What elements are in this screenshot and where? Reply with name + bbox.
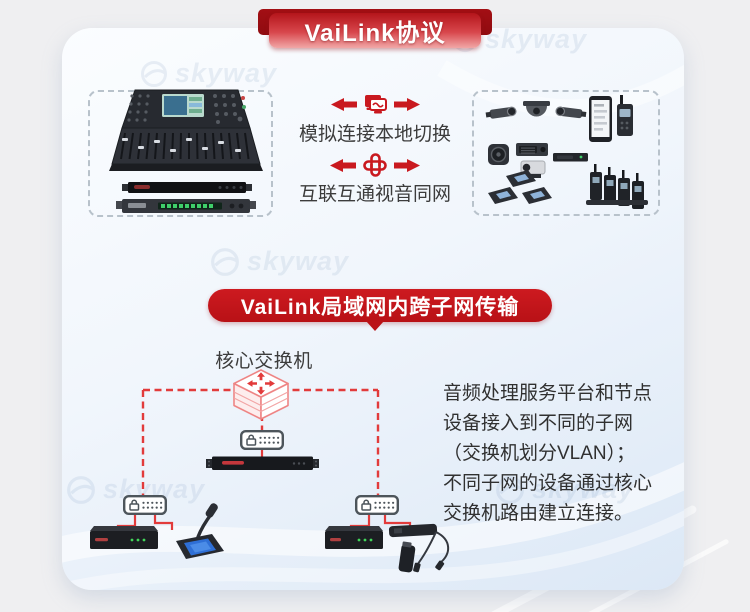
arrow-left-icon [330, 158, 356, 172]
handheld-radio [617, 95, 633, 136]
arrow-right-icon [393, 98, 420, 111]
core-switch-icon [233, 369, 289, 420]
protocol-banner-label: VaiLink协议 [304, 20, 446, 47]
speaker [488, 144, 509, 165]
feature-row-analog [299, 94, 451, 115]
subnet-banner: VaiLink局域网内跨子网传输 [208, 289, 552, 322]
network-devices-box [472, 90, 660, 216]
feature-label-interlink: 互联互通视音同网 [298, 184, 451, 205]
conference-microphone [176, 503, 224, 559]
node-device-left [90, 526, 158, 549]
dvr [553, 153, 588, 162]
node-device-right [325, 526, 383, 549]
ip-phones [488, 170, 552, 204]
watermark-text: skyway [247, 246, 350, 276]
description-line: 不同子网的设备通过核心 [443, 473, 653, 494]
dome-camera [523, 101, 550, 117]
mixing-console-image [109, 89, 263, 213]
subnet-description: 音频处理服务平台和节点 设备接入到不同的子网 （交换机划分VLAN）； 不同子网… [443, 379, 681, 529]
description-line: （交换机划分VLAN）； [443, 443, 636, 464]
interpreter-unit [516, 143, 548, 156]
subnet-switch-left-icon [123, 495, 167, 515]
bullet-camera-2 [555, 106, 587, 119]
subnet-banner-pointer [366, 321, 384, 331]
bullet-camera [485, 106, 517, 119]
smartphone [589, 96, 612, 142]
watermark: skyway [210, 246, 349, 277]
feature-row-interlink [299, 152, 451, 178]
watermark: skyway [140, 58, 277, 89]
peripheral-devices-image [485, 95, 648, 209]
description-line: 音频处理服务平台和节点 [443, 383, 653, 404]
screen-switch-icon [364, 95, 387, 114]
skyway-logo-icon [141, 60, 167, 87]
ribbon-front: VaiLink协议 [269, 13, 481, 48]
protocol-banner: VaiLink协议 [258, 9, 492, 49]
arrow-left-icon [330, 98, 357, 111]
watermark: skyway [452, 24, 587, 55]
walkie-talkies [586, 164, 648, 209]
watermark-text: skyway [175, 58, 278, 88]
description-line: 交换机路由建立连接。 [443, 503, 634, 524]
skyway-logo-icon [496, 475, 524, 504]
interlink-icon [363, 153, 387, 177]
description-line: 设备接入到不同的子网 [443, 413, 634, 434]
feature-label-analog: 模拟连接本地切换 [298, 124, 451, 145]
subnet-topology-diagram [90, 369, 450, 573]
watermark-text: skyway [532, 474, 635, 504]
subnet-banner-label: VaiLink局域网内跨子网传输 [240, 295, 520, 319]
subnet-switch-center-icon [240, 430, 284, 450]
arrow-right-icon [394, 158, 420, 172]
watermark: skyway [495, 474, 634, 505]
core-switch-label: 核心交换机 [215, 351, 313, 372]
skyway-logo-icon [67, 475, 95, 504]
subnet-switch-right-icon [355, 495, 399, 515]
usb-adapter-cables [388, 523, 450, 573]
skyway-logo-icon [211, 247, 239, 276]
audio-server-rack [206, 456, 319, 470]
watermark-text: skyway [485, 24, 588, 54]
